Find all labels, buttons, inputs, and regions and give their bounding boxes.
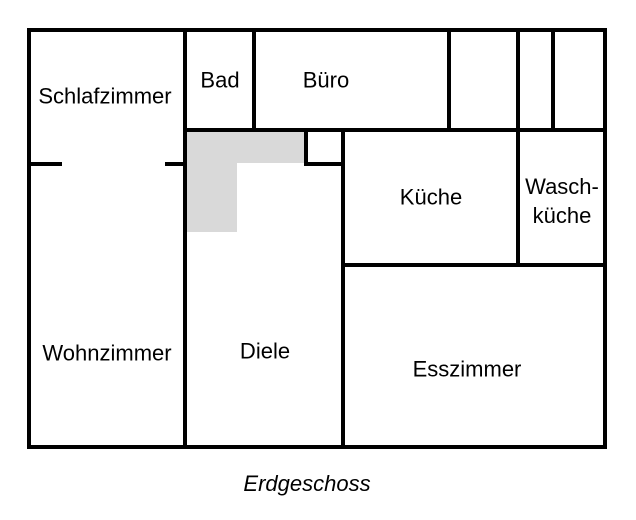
floor-plan-caption: Erdgeschoss xyxy=(243,471,371,496)
room-label-diele: Diele xyxy=(239,338,291,364)
wall-schlafzimmer-stub-right xyxy=(165,162,187,166)
wall-schlafzimmer-diele xyxy=(183,28,187,449)
wall-outer-top xyxy=(27,28,607,32)
wall-kueche-waschkueche xyxy=(516,28,520,267)
room-label-buero: Büro xyxy=(302,67,350,93)
room-label-waschkueche: Wasch- küche xyxy=(525,172,599,230)
room-label-bad: Bad xyxy=(200,67,240,93)
wall-closet-left xyxy=(304,128,308,166)
room-label-waschkueche-line2: küche xyxy=(532,203,592,228)
wall-top-right-divider xyxy=(551,28,555,132)
wall-bad-buero xyxy=(252,28,256,132)
room-label-kueche: Küche xyxy=(399,184,463,210)
wall-diele-kueche-esszimmer xyxy=(341,128,345,449)
staircase-left-arm xyxy=(187,132,237,232)
room-label-esszimmer: Esszimmer xyxy=(412,356,522,382)
room-label-waschkueche-line1: Wasch- xyxy=(525,174,599,199)
wall-esszimmer-top xyxy=(341,263,607,267)
wall-top-strip-bottom xyxy=(183,128,607,132)
wall-schlafzimmer-stub-left xyxy=(27,162,62,166)
wall-outer-bottom xyxy=(27,445,607,449)
room-label-wohnzimmer: Wohnzimmer xyxy=(42,340,172,366)
room-label-schlafzimmer: Schlafzimmer xyxy=(38,83,172,109)
wall-closet-bottom xyxy=(304,162,345,166)
wall-outer-right xyxy=(603,28,607,449)
wall-outer-left xyxy=(27,28,31,449)
wall-buero-right xyxy=(447,28,451,132)
